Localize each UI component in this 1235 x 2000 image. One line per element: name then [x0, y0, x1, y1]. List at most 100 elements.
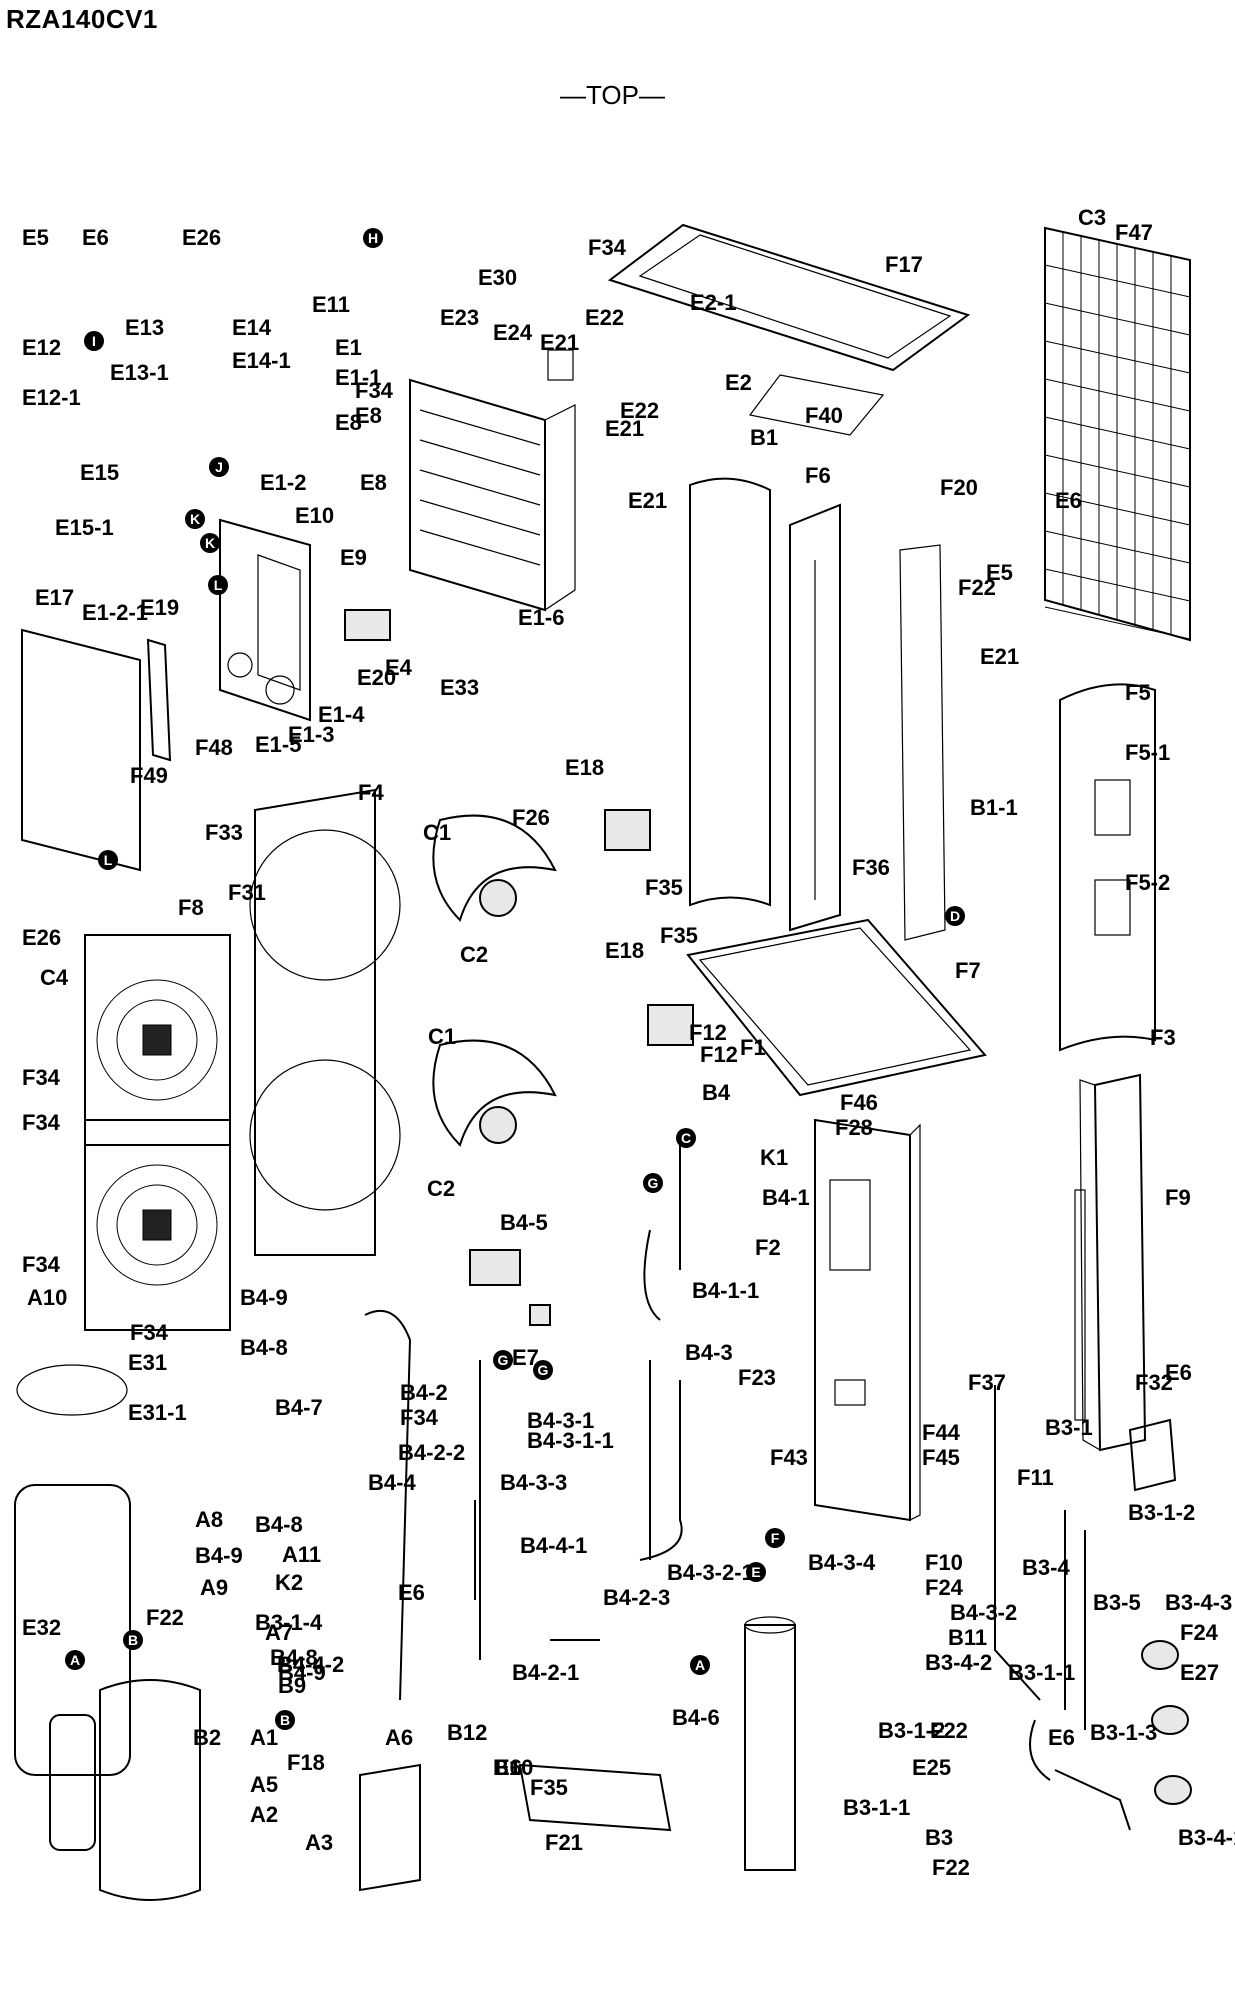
part-label: F47	[1115, 220, 1153, 245]
part-label: F46	[840, 1090, 878, 1115]
part-label: E5	[986, 560, 1013, 585]
part-label: B4-6	[672, 1705, 720, 1730]
part-label: B3-4	[1022, 1555, 1070, 1580]
accumulator-b2	[744, 1616, 796, 1871]
part-label: F2	[755, 1235, 781, 1260]
part-label: E26	[22, 925, 61, 950]
part-label: E11	[312, 292, 350, 317]
part-label: F17	[885, 252, 923, 277]
part-label: E2-1	[690, 290, 736, 315]
part-label: F4	[358, 780, 384, 805]
bottom-frame-f1	[686, 918, 987, 1097]
part-label: F28	[835, 1115, 873, 1140]
part-label: F22	[932, 1855, 970, 1880]
part-label: F12	[689, 1020, 727, 1045]
part-label: B3-1-3	[1090, 1720, 1157, 1745]
part-label: F44	[922, 1420, 961, 1445]
part-label: B4-1-1	[692, 1278, 759, 1303]
part-label: F9	[1165, 1185, 1191, 1210]
connection-marker: H	[363, 228, 383, 248]
part-label: E6	[398, 1580, 425, 1605]
terminal-bracket-f21	[359, 1763, 421, 1892]
part-label: E21	[980, 644, 1019, 669]
part-label: B4-9	[195, 1543, 243, 1568]
part-label: A5	[250, 1772, 278, 1797]
part-label: B4-4-2	[277, 1652, 344, 1677]
part-label: E1-2-1	[82, 600, 148, 625]
part-label: E21	[605, 416, 644, 441]
part-label: E14-1	[232, 348, 291, 373]
piping-b4	[364, 1135, 683, 1701]
part-label: E12	[22, 335, 61, 360]
connection-marker: F	[765, 1528, 785, 1548]
svg-text:J: J	[215, 459, 223, 475]
part-label: B4-2-2	[398, 1440, 465, 1465]
part-label: C4	[40, 965, 69, 990]
front-panel-f2	[814, 1118, 921, 1522]
part-label: B4-4-1	[520, 1533, 587, 1558]
part-label: E1	[335, 335, 362, 360]
part-label: F22	[958, 575, 996, 600]
compressor-a1	[14, 1364, 201, 1901]
part-label: F49	[130, 763, 168, 788]
part-label: B4-3	[685, 1340, 733, 1365]
part-label: B4-3-1	[527, 1408, 594, 1433]
connection-marker: K	[185, 509, 205, 529]
part-label: F34	[130, 1320, 169, 1345]
connection-marker: G	[643, 1173, 663, 1193]
part-label: C1	[423, 820, 451, 845]
part-label: E18	[605, 938, 644, 963]
part-label: K2	[275, 1570, 303, 1595]
part-label: E1-6	[518, 605, 564, 630]
part-label: F3	[1150, 1025, 1176, 1050]
svg-text:A: A	[695, 1657, 705, 1673]
part-label: F6	[805, 463, 831, 488]
part-label: F35	[660, 923, 698, 948]
part-label: C3	[1078, 205, 1106, 230]
right-side-plate-f5	[1059, 683, 1156, 1052]
view-label: —TOP—	[560, 80, 665, 110]
part-label: B3-1-4	[255, 1610, 323, 1635]
part-label: F21	[545, 1830, 583, 1855]
part-label: B4-2-1	[512, 1660, 579, 1685]
part-label: E9	[340, 545, 367, 570]
part-label: E21	[628, 488, 667, 513]
part-label: A3	[305, 1830, 333, 1855]
part-label: E8	[335, 410, 362, 435]
svg-text:C: C	[681, 1130, 691, 1146]
part-label: F12	[700, 1042, 738, 1067]
part-label: F34	[22, 1065, 61, 1090]
part-label: B1-1	[970, 795, 1018, 820]
part-label: C2	[427, 1176, 455, 1201]
part-label: E26	[182, 225, 221, 250]
part-label: F20	[940, 475, 978, 500]
part-label: B10	[493, 1755, 533, 1780]
part-label: E24	[493, 320, 533, 345]
part-label: E22	[620, 398, 659, 423]
part-label: F34	[22, 1252, 61, 1277]
part-label: B4-3-4	[808, 1550, 876, 1575]
part-label: B3-1-2	[878, 1718, 945, 1743]
part-label: E17	[35, 585, 74, 610]
bracket-f18	[518, 1763, 672, 1832]
connection-marker: I	[84, 331, 104, 351]
part-label: F34	[400, 1405, 439, 1430]
part-label: E20	[357, 665, 396, 690]
discharge-grilles-c4	[84, 934, 231, 1331]
connection-marker: J	[209, 457, 229, 477]
part-label: B4-9	[278, 1660, 326, 1685]
part-label: F22	[146, 1605, 184, 1630]
part-label: F45	[922, 1445, 960, 1470]
svg-text:B: B	[280, 1712, 290, 1728]
part-label: B1	[750, 425, 778, 450]
part-label: E4	[385, 655, 413, 680]
part-label: E6	[495, 1755, 522, 1780]
connection-marker: A	[690, 1655, 710, 1675]
part-label: B4-1	[762, 1185, 810, 1210]
svg-text:B: B	[128, 1632, 138, 1648]
svg-text:I: I	[92, 333, 96, 349]
part-label: A10	[27, 1285, 67, 1310]
